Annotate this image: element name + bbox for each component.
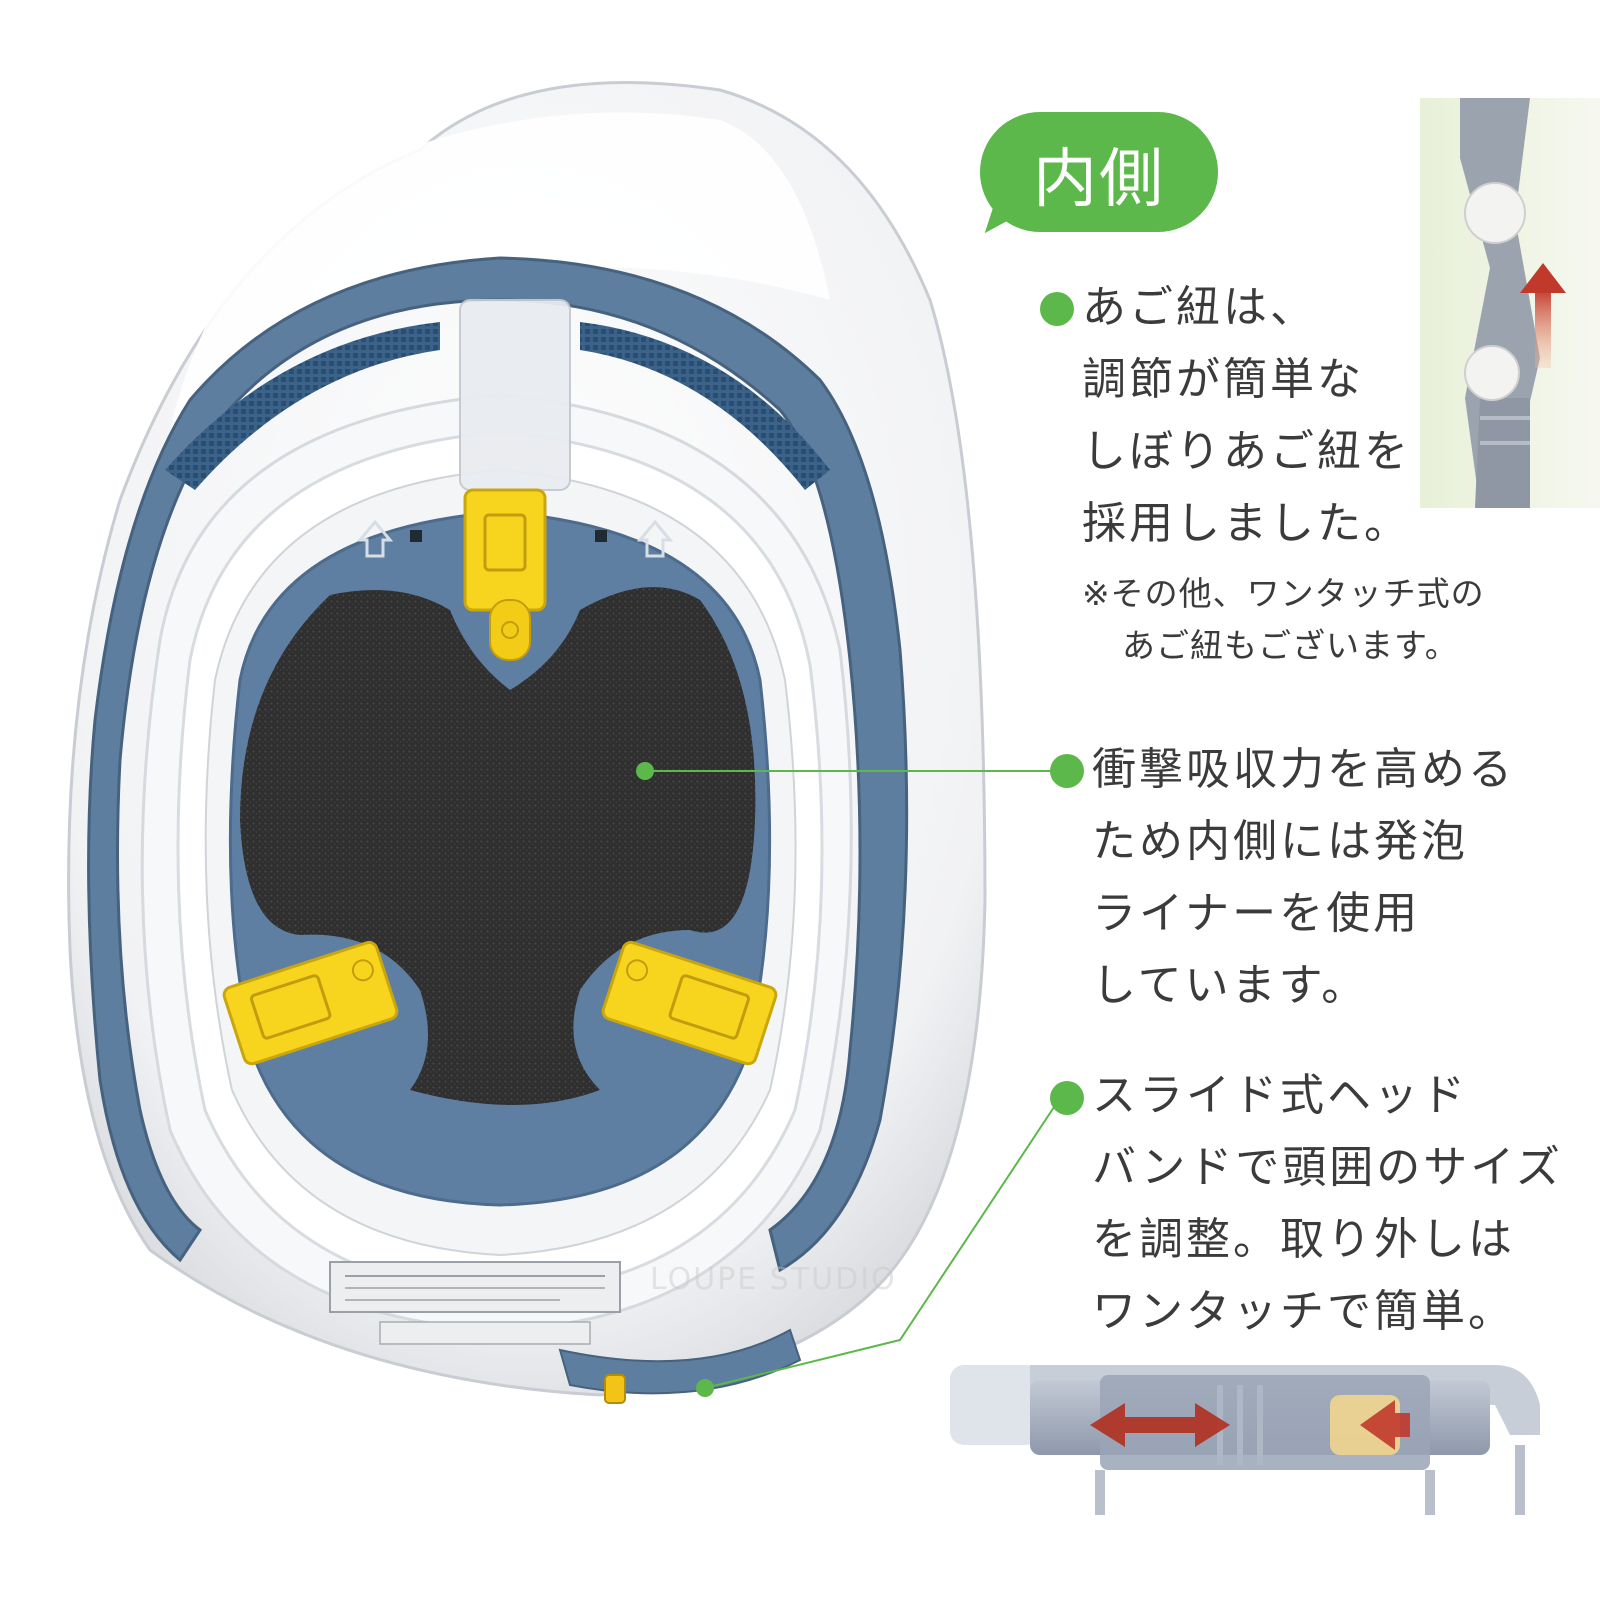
feature-line: あご紐は、 — [1082, 282, 1317, 333]
feature-line: スライド式ヘッド — [1092, 1070, 1468, 1121]
feature-text: スライド式ヘッド バンドで頭囲のサイズ を調整。取り外しは ワンタッチで簡単。 — [1092, 1060, 1563, 1348]
watermark: LOUPE STUDIO — [650, 1262, 897, 1297]
feature-line: を調整。取り外しは — [1092, 1214, 1515, 1265]
note-line: あご紐もございます。 — [1122, 626, 1459, 665]
feature-line: ワンタッチで簡単。 — [1092, 1286, 1515, 1337]
feature-line: しています。 — [1092, 960, 1369, 1011]
chin-strap-inset — [1420, 98, 1600, 508]
feature-line: ため内側には発泡 — [1092, 816, 1468, 867]
left-clip — [222, 940, 399, 1066]
right-clip — [601, 940, 778, 1066]
feature-line: しぼりあご紐を — [1082, 426, 1411, 477]
feature-note: ※その他、ワンタッチ式の あご紐もございます。 — [1082, 568, 1485, 672]
feature-text: 衝撃吸収力を高める ため内側には発泡 ライナーを使用 しています。 — [1092, 734, 1515, 1022]
feature-line: 衝撃吸収力を高める — [1092, 744, 1515, 795]
note-line: ※その他、ワンタッチ式の — [1082, 574, 1485, 613]
bullet-icon — [1050, 1081, 1084, 1115]
bullet-icon — [1040, 292, 1074, 326]
headband-inset — [950, 1365, 1540, 1515]
feature-line: バンドで頭囲のサイズ — [1092, 1142, 1563, 1193]
feature-line: 調節が簡単な — [1082, 354, 1364, 405]
bullet-icon — [1050, 754, 1084, 788]
foam-liner — [240, 587, 756, 1105]
top-clip — [463, 488, 547, 661]
badge-bubble — [980, 112, 1218, 232]
feature-text: あご紐は、 調節が簡単な しぼりあご紐を 採用しました。 — [1082, 272, 1411, 560]
feature-line: ライナーを使用 — [1092, 888, 1421, 939]
badge-label: 内側 — [1033, 143, 1165, 217]
feature-line: 採用しました。 — [1082, 498, 1411, 549]
